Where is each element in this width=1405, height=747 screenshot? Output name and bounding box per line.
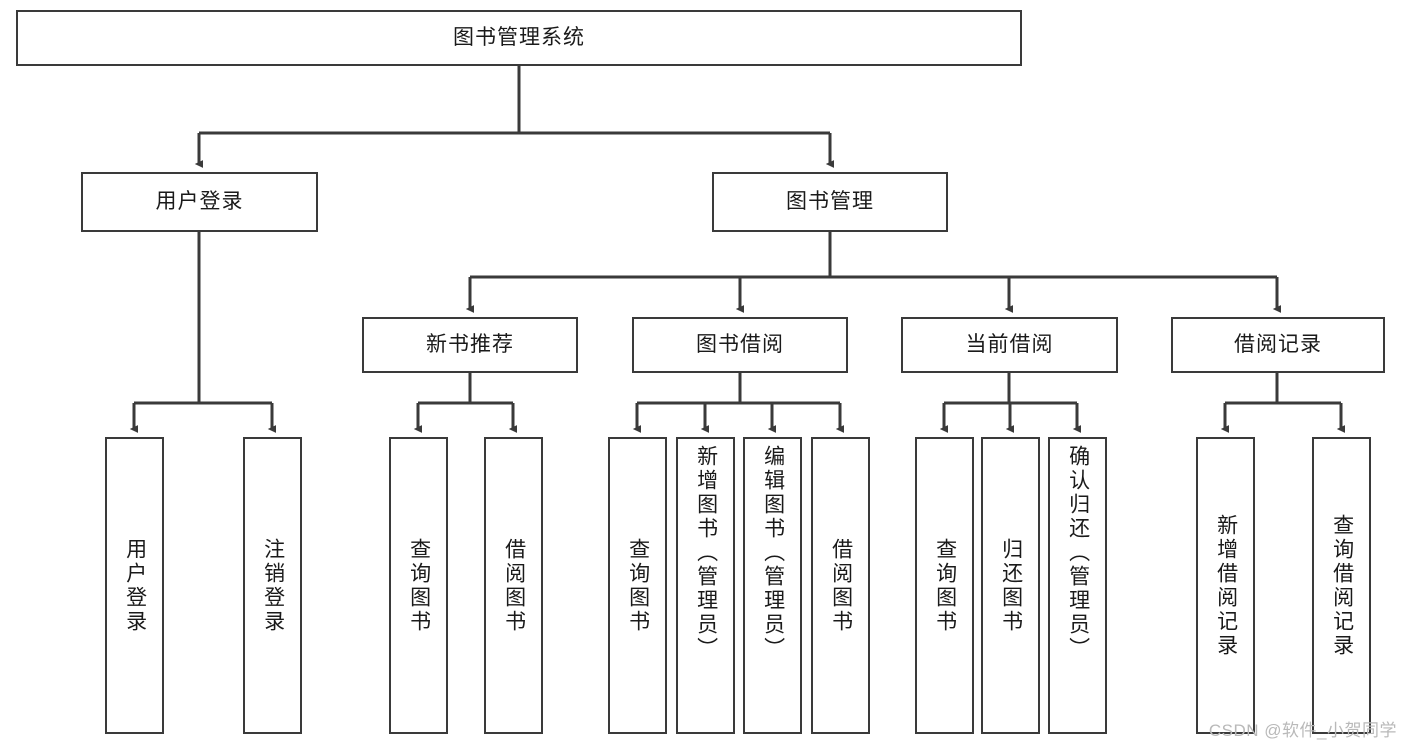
leaf-user-login-login[interactable]: 用户登录 <box>105 437 164 734</box>
node-borrow-record[interactable]: 借阅记录 <box>1171 317 1385 373</box>
leaf-label: 归还图书 <box>999 537 1023 634</box>
node-borrow-record-label: 借阅记录 <box>1234 333 1322 357</box>
node-book-borrow-label: 图书借阅 <box>696 333 784 357</box>
leaf-borrow-record-query[interactable]: 查询借阅记录 <box>1312 437 1371 734</box>
leaf-label: 新增图书（管理员） <box>694 445 718 661</box>
watermark-text: CSDN @软件_小贺同学 <box>1208 721 1397 740</box>
leaf-label: 注销登录 <box>261 537 285 634</box>
node-current-borrow-label: 当前借阅 <box>965 333 1054 357</box>
leaf-new-book-borrow[interactable]: 借阅图书 <box>484 437 543 734</box>
node-user-login-label: 用户登录 <box>155 190 244 214</box>
leaf-label: 编辑图书（管理员） <box>761 445 785 661</box>
leaf-label: 用户登录 <box>123 537 147 634</box>
leaf-user-login-logout[interactable]: 注销登录 <box>243 437 302 734</box>
leaf-book-borrow-borrow[interactable]: 借阅图书 <box>811 437 870 734</box>
node-new-book-recommend[interactable]: 新书推荐 <box>362 317 578 373</box>
leaf-book-borrow-edit[interactable]: 编辑图书（管理员） <box>743 437 802 734</box>
node-user-login[interactable]: 用户登录 <box>81 172 318 232</box>
leaf-current-borrow-confirm-return[interactable]: 确认归还（管理员） <box>1048 437 1107 734</box>
leaf-label: 查询图书 <box>933 537 957 634</box>
leaf-current-borrow-return[interactable]: 归还图书 <box>981 437 1040 734</box>
leaf-label: 借阅图书 <box>502 537 526 634</box>
leaf-current-borrow-query[interactable]: 查询图书 <box>915 437 974 734</box>
leaf-label: 新增借阅记录 <box>1214 513 1238 658</box>
leaf-book-borrow-query[interactable]: 查询图书 <box>608 437 667 734</box>
node-book-management-label: 图书管理 <box>786 190 874 214</box>
node-book-borrow[interactable]: 图书借阅 <box>632 317 848 373</box>
node-current-borrow[interactable]: 当前借阅 <box>901 317 1118 373</box>
leaf-label: 查询图书 <box>626 537 650 634</box>
node-root[interactable]: 图书管理系统 <box>16 10 1022 66</box>
node-book-management[interactable]: 图书管理 <box>712 172 948 232</box>
leaf-label: 查询借阅记录 <box>1330 513 1354 658</box>
leaf-book-borrow-add[interactable]: 新增图书（管理员） <box>676 437 735 734</box>
leaf-label: 确认归还（管理员） <box>1066 445 1090 661</box>
leaf-new-book-query[interactable]: 查询图书 <box>389 437 448 734</box>
leaf-borrow-record-add[interactable]: 新增借阅记录 <box>1196 437 1255 734</box>
leaf-label: 借阅图书 <box>829 537 853 634</box>
leaf-label: 查询图书 <box>407 537 431 634</box>
node-new-book-recommend-label: 新书推荐 <box>426 333 514 357</box>
node-root-label: 图书管理系统 <box>453 26 585 50</box>
